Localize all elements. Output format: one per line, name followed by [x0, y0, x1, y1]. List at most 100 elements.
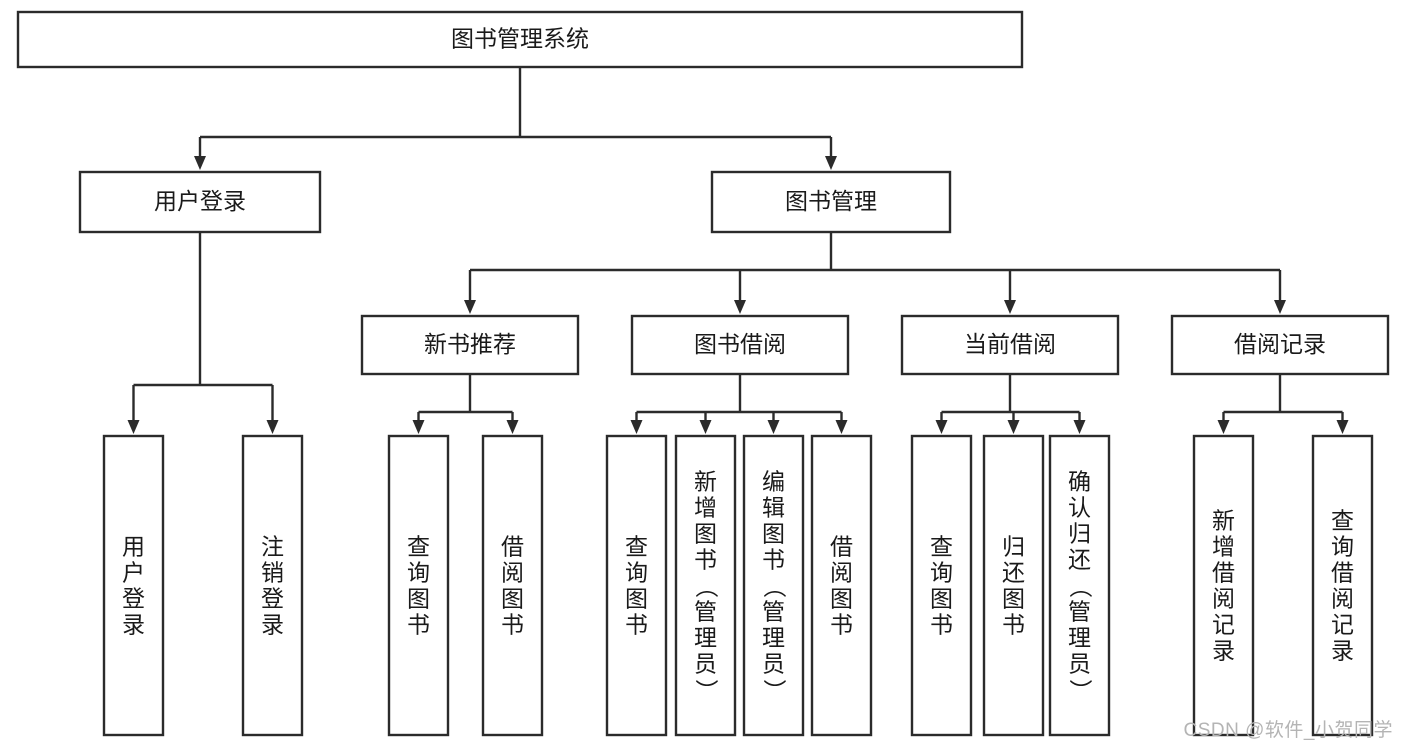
node-leaf-user-login[interactable]: 用户登录 — [102, 434, 165, 737]
node-box-leaf-logout-login — [241, 434, 304, 737]
node-label-char: 阅 — [1331, 586, 1354, 612]
node-label-char: 书 — [762, 547, 785, 573]
node-box-leaf-user-login — [102, 434, 165, 737]
watermark-label: CSDN @软件_小贺同学 — [1183, 720, 1393, 741]
node-label-char: 员 — [1068, 651, 1091, 677]
node-label-char: 书 — [407, 612, 430, 638]
node-box-leaf-query-book-3 — [910, 434, 973, 737]
node-label-borrow-record: 借阅记录 — [1234, 331, 1326, 357]
node-label-char: 询 — [930, 560, 953, 586]
node-label-char: （ — [762, 575, 788, 598]
node-label-char: 图 — [1002, 586, 1025, 612]
node-box-borrow-record — [1170, 314, 1390, 376]
node-label-char: 辑 — [762, 495, 785, 521]
node-box-current-borrow — [900, 314, 1120, 376]
node-label-char: （ — [1068, 575, 1094, 598]
arrow-head-icon — [935, 420, 948, 434]
node-label-char: 理 — [762, 625, 785, 651]
node-box-leaf-edit-book-admin — [742, 434, 805, 737]
node-label-char: 理 — [1068, 625, 1091, 651]
node-undefined[interactable]: 图书管理系统 — [16, 10, 1024, 69]
node-label-char: 图 — [694, 521, 717, 547]
arrow-head-icon — [464, 300, 476, 314]
node-new-book-recommend[interactable]: 新书推荐 — [360, 314, 580, 376]
node-box-leaf-borrow-book-1 — [481, 434, 544, 737]
node-book-manage[interactable]: 图书管理 — [710, 170, 952, 234]
arrow-head-icon — [1217, 420, 1230, 434]
arrow-head-icon — [1073, 420, 1086, 434]
node-label-char: 查 — [625, 534, 648, 560]
arrow-head-icon — [699, 420, 712, 434]
node-label-char: 阅 — [501, 560, 524, 586]
node-box-book-borrow — [630, 314, 850, 376]
node-box-new-book-recommend — [360, 314, 580, 376]
arrow-head-icon — [767, 420, 780, 434]
node-current-borrow[interactable]: 当前借阅 — [900, 314, 1120, 376]
node-label-char: 书 — [694, 547, 717, 573]
node-label-char: 借 — [1212, 560, 1235, 586]
arrow-head-icon — [1274, 300, 1286, 314]
node-label-char: 询 — [1331, 534, 1354, 560]
node-box-leaf-query-book-1 — [387, 434, 450, 737]
node-label-char: 登 — [122, 586, 145, 612]
node-label-book-manage: 图书管理 — [785, 188, 877, 214]
node-label-char: 图 — [501, 586, 524, 612]
node-label-char: 还 — [1068, 547, 1091, 573]
node-label-char: 录 — [1331, 638, 1354, 664]
node-book-borrow[interactable]: 图书借阅 — [630, 314, 850, 376]
node-label-char: 归 — [1002, 534, 1025, 560]
node-label-char: ） — [694, 679, 720, 702]
node-label-char: 图 — [830, 586, 853, 612]
node-label-char: 借 — [501, 534, 524, 560]
node-label-char: 用 — [122, 534, 145, 560]
node-label-char: 书 — [625, 612, 648, 638]
node-box-undefined — [16, 10, 1024, 69]
node-borrow-record[interactable]: 借阅记录 — [1170, 314, 1390, 376]
node-label-char: 询 — [625, 560, 648, 586]
arrow-head-icon — [630, 420, 643, 434]
node-label-char: 录 — [1212, 638, 1235, 664]
node-label-char: 理 — [694, 625, 717, 651]
node-label-char: 录 — [122, 612, 145, 638]
node-box-book-manage — [710, 170, 952, 234]
node-label-char: 图 — [407, 586, 430, 612]
node-box-leaf-query-book-2 — [605, 434, 668, 737]
node-label-char: 查 — [930, 534, 953, 560]
node-label-char: 新 — [1212, 508, 1235, 534]
node-label-char: 书 — [830, 612, 853, 638]
node-label-char: 员 — [694, 651, 717, 677]
node-label-user-login: 用户登录 — [154, 188, 246, 214]
node-box-leaf-confirm-return-admin — [1048, 434, 1111, 737]
node-user-login[interactable]: 用户登录 — [78, 170, 322, 234]
node-label-char: 员 — [762, 651, 785, 677]
node-box-user-login — [78, 170, 322, 234]
node-label-char: 阅 — [830, 560, 853, 586]
node-label-char: 借 — [1331, 560, 1354, 586]
node-label-char: 询 — [407, 560, 430, 586]
node-label-char: 书 — [930, 612, 953, 638]
node-label-char: 新 — [694, 469, 717, 495]
arrow-head-icon — [825, 156, 837, 170]
node-label-char: 查 — [1331, 508, 1354, 534]
node-label-char: 图 — [930, 586, 953, 612]
connector-layer — [127, 67, 1349, 434]
arrow-head-icon — [1004, 300, 1016, 314]
node-label-char: 书 — [501, 612, 524, 638]
node-label-char: 还 — [1002, 560, 1025, 586]
node-label-char: 认 — [1068, 495, 1091, 521]
node-label-char: 书 — [1002, 612, 1025, 638]
